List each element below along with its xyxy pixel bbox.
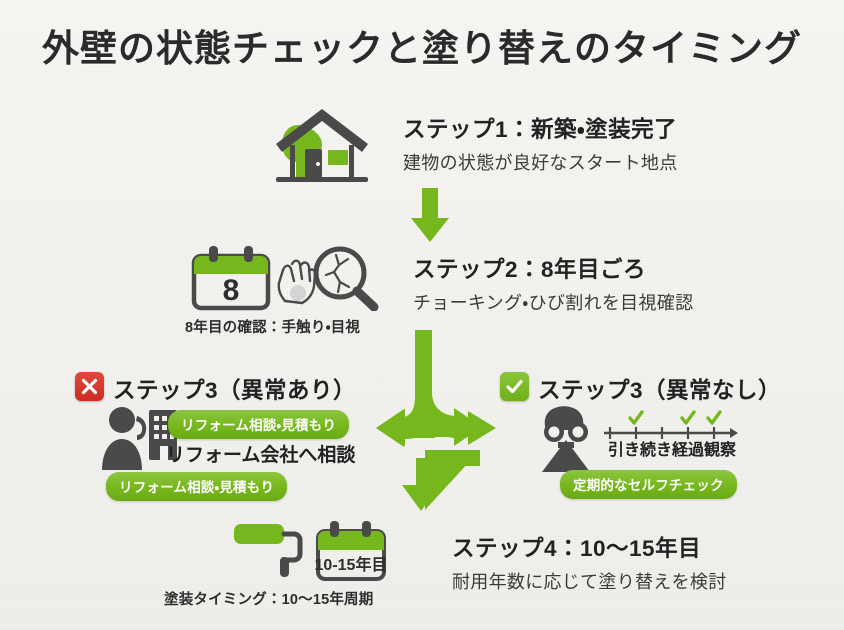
- check-mark-badge: [500, 372, 529, 401]
- step3-abnormal-badge: [75, 372, 104, 401]
- step4-icon-group: 10-15年目: [234, 519, 389, 586]
- step1-text-block: ステップ1：新築・塗装完了 建物の状態が良好なスタート地点: [403, 112, 678, 175]
- arrow-down-icon: [411, 188, 449, 242]
- calendar-icon: 8: [191, 246, 271, 311]
- pill-label: リフォーム相談・見積もり: [168, 410, 350, 439]
- step3-abnormal-heading: ステップ3（異常あり）: [113, 378, 357, 403]
- step4-heading: ステップ4：10〜15年目: [452, 536, 702, 561]
- x-mark-badge: [75, 372, 104, 401]
- step2-heading: ステップ2：8年目ごろ: [413, 257, 647, 282]
- step3-abnormal-caption: リフォーム会社へ相談: [166, 445, 356, 466]
- step3-abnormal-pill-top: リフォーム相談・見積もり: [168, 410, 350, 439]
- step2-subtext: チョーキング・ひび割れを目視確認: [413, 293, 694, 313]
- hand-touch-icon: [277, 259, 317, 305]
- step2-icon-group: 8: [188, 245, 384, 316]
- step4-caption: 塗装タイミング：10〜15年周期: [164, 592, 374, 608]
- paint-roller-icon: [234, 524, 303, 577]
- arrow-step1-to-step2: [405, 188, 455, 249]
- pill-label: リフォーム相談・見積もり: [106, 472, 288, 501]
- person-phone-icon: [102, 407, 147, 470]
- step3-normal-timeline: [604, 408, 740, 449]
- check-icon: [506, 379, 523, 394]
- pill-label: 定期的なセルフチェック: [560, 470, 737, 499]
- step2-text-block: ステップ2：8年目ごろ チョーキング・ひび割れを目視確認: [413, 252, 693, 315]
- svg-text:8: 8: [223, 274, 240, 307]
- step3-normal-pill: 定期的なセルフチェック: [560, 470, 737, 499]
- step3-normal-caption: 引き続き経過観察: [608, 442, 737, 459]
- step3-abnormal-pill-bottom: リフォーム相談・見積もり: [106, 472, 288, 501]
- arrow-branch-left: [377, 409, 435, 446]
- page-title: 外壁の状態チェックと塗り替えのタイミング: [42, 28, 802, 69]
- arrow-to-step4-head: [397, 485, 445, 526]
- arrow-down-icon: [402, 485, 440, 511]
- step4-subtext: 耐用年数に応じて塗り替えを検討: [452, 572, 727, 592]
- step1-icon-house: [268, 103, 376, 194]
- calendar-range-label: 10-15年目: [315, 555, 388, 574]
- step3-normal-icon: [534, 406, 604, 477]
- step1-subtext: 建物の状態が良好なスタート地点: [403, 153, 678, 173]
- step3-normal-badge: [500, 372, 529, 401]
- step1-heading: ステップ1：新築・塗装完了: [403, 117, 678, 142]
- branch-arrows: [330, 330, 580, 515]
- arrow-branch-right: [430, 411, 496, 445]
- calendar-range-icon: 10-15年目: [315, 521, 388, 581]
- timeline-checks-icon: [604, 410, 738, 439]
- house-icon: [276, 109, 368, 182]
- step4-text-block: ステップ4：10〜15年目 耐用年数に応じて塗り替えを検討: [452, 531, 727, 594]
- step2-caption: 8年目の確認：手触り・目視: [185, 320, 361, 336]
- step3-normal-heading: ステップ3（異常なし）: [538, 378, 782, 403]
- close-icon: [81, 378, 98, 395]
- binoculars-person-icon: [542, 406, 590, 472]
- magnifier-crack-icon: [313, 246, 379, 312]
